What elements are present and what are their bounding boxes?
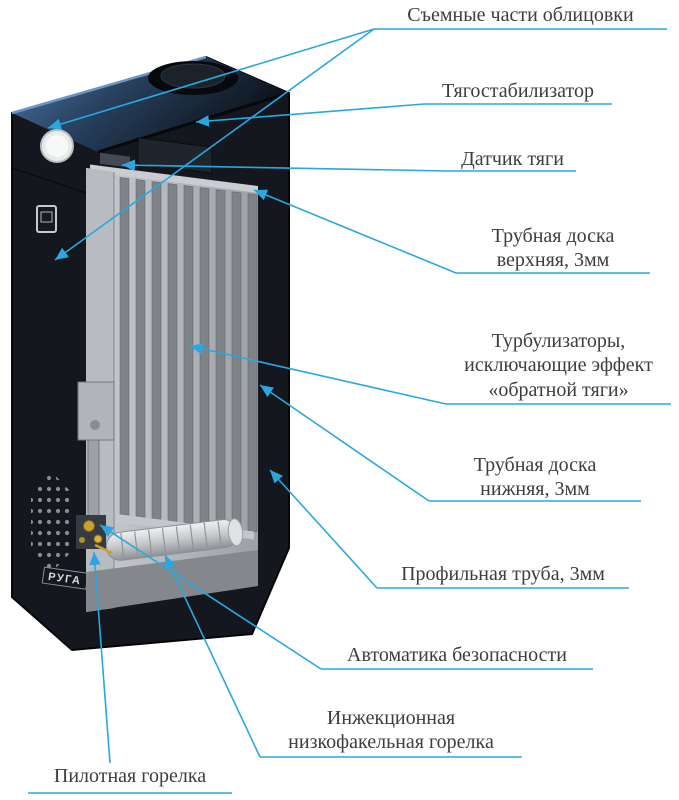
label-text: Инжекционная xyxy=(326,707,456,729)
label-lower-tube-plate: Трубная доска нижняя, 3мм xyxy=(429,453,641,502)
label-safety-automatics: Автоматика безопасности xyxy=(321,643,593,667)
label-upper-tube-plate: Трубная доска верхняя, 3мм xyxy=(456,224,650,273)
label-turbulators: Турбулизаторы, исключающие эффект «обрат… xyxy=(446,329,671,402)
label-text: Трубная доска xyxy=(491,225,615,247)
leader-removable-cladding-top xyxy=(47,28,375,130)
flue-collar xyxy=(148,61,238,95)
leader-lower-tube-plate xyxy=(259,384,430,502)
label-draft-stabilizer: Тягостабилизатор xyxy=(424,79,612,103)
leader-upper-tube-plate xyxy=(253,189,457,274)
label-text: низкофакельная горелка xyxy=(288,731,494,754)
label-profile-tube: Профильная труба, 3мм xyxy=(377,562,629,586)
label-text: верхняя, 3мм xyxy=(496,249,610,272)
label-text: Турбулизаторы, xyxy=(491,330,626,352)
label-text: Тягостабилизатор xyxy=(442,80,594,102)
burner-tray xyxy=(86,550,258,612)
label-text: нижняя, 3мм xyxy=(480,478,590,501)
label-text: Автоматика безопасности xyxy=(347,644,567,666)
front-panel-details: РУГА xyxy=(11,129,89,590)
leader-injection-burner xyxy=(164,554,261,758)
leader-pilot-burner xyxy=(89,551,111,764)
leader-lines xyxy=(28,28,671,794)
label-text: Датчик тяги xyxy=(461,148,564,170)
upper-tube-plate-part xyxy=(90,164,258,194)
label-pilot-burner: Пилотная горелка xyxy=(28,764,232,788)
label-text: Профильная труба, 3мм xyxy=(401,563,605,585)
fin-tubes-with-turbulators xyxy=(119,177,258,533)
control-display xyxy=(36,205,57,233)
draft-stabilizer-box xyxy=(137,137,213,174)
leader-removable-cladding-front xyxy=(54,28,375,261)
pilot-burner-valves xyxy=(76,515,113,555)
brand-logo: РУГА xyxy=(41,566,89,590)
label-text: «обратной тяги» xyxy=(488,378,629,401)
label-text: Съемные части облицовки xyxy=(407,4,634,26)
leader-draft-stabilizer xyxy=(195,103,425,127)
leader-safety-automatics xyxy=(99,524,322,670)
leader-profile-tube xyxy=(269,469,378,589)
label-draft-sensor: Датчик тяги xyxy=(449,147,576,171)
ventilation-holes xyxy=(31,472,73,572)
label-text: Пилотная горелка xyxy=(53,765,207,787)
label-text: исключающие эффект xyxy=(464,354,653,377)
label-injection-burner: Инжекционная низкофакельная горелка xyxy=(260,706,522,755)
label-text: Трубная доска xyxy=(473,454,597,476)
leader-turbulators xyxy=(189,343,447,405)
label-removable-cladding: Съемные части облицовки xyxy=(374,3,667,27)
leader-draft-sensor xyxy=(121,159,450,172)
gas-manifold xyxy=(77,168,115,612)
svg-text:РУГА: РУГА xyxy=(47,571,82,588)
